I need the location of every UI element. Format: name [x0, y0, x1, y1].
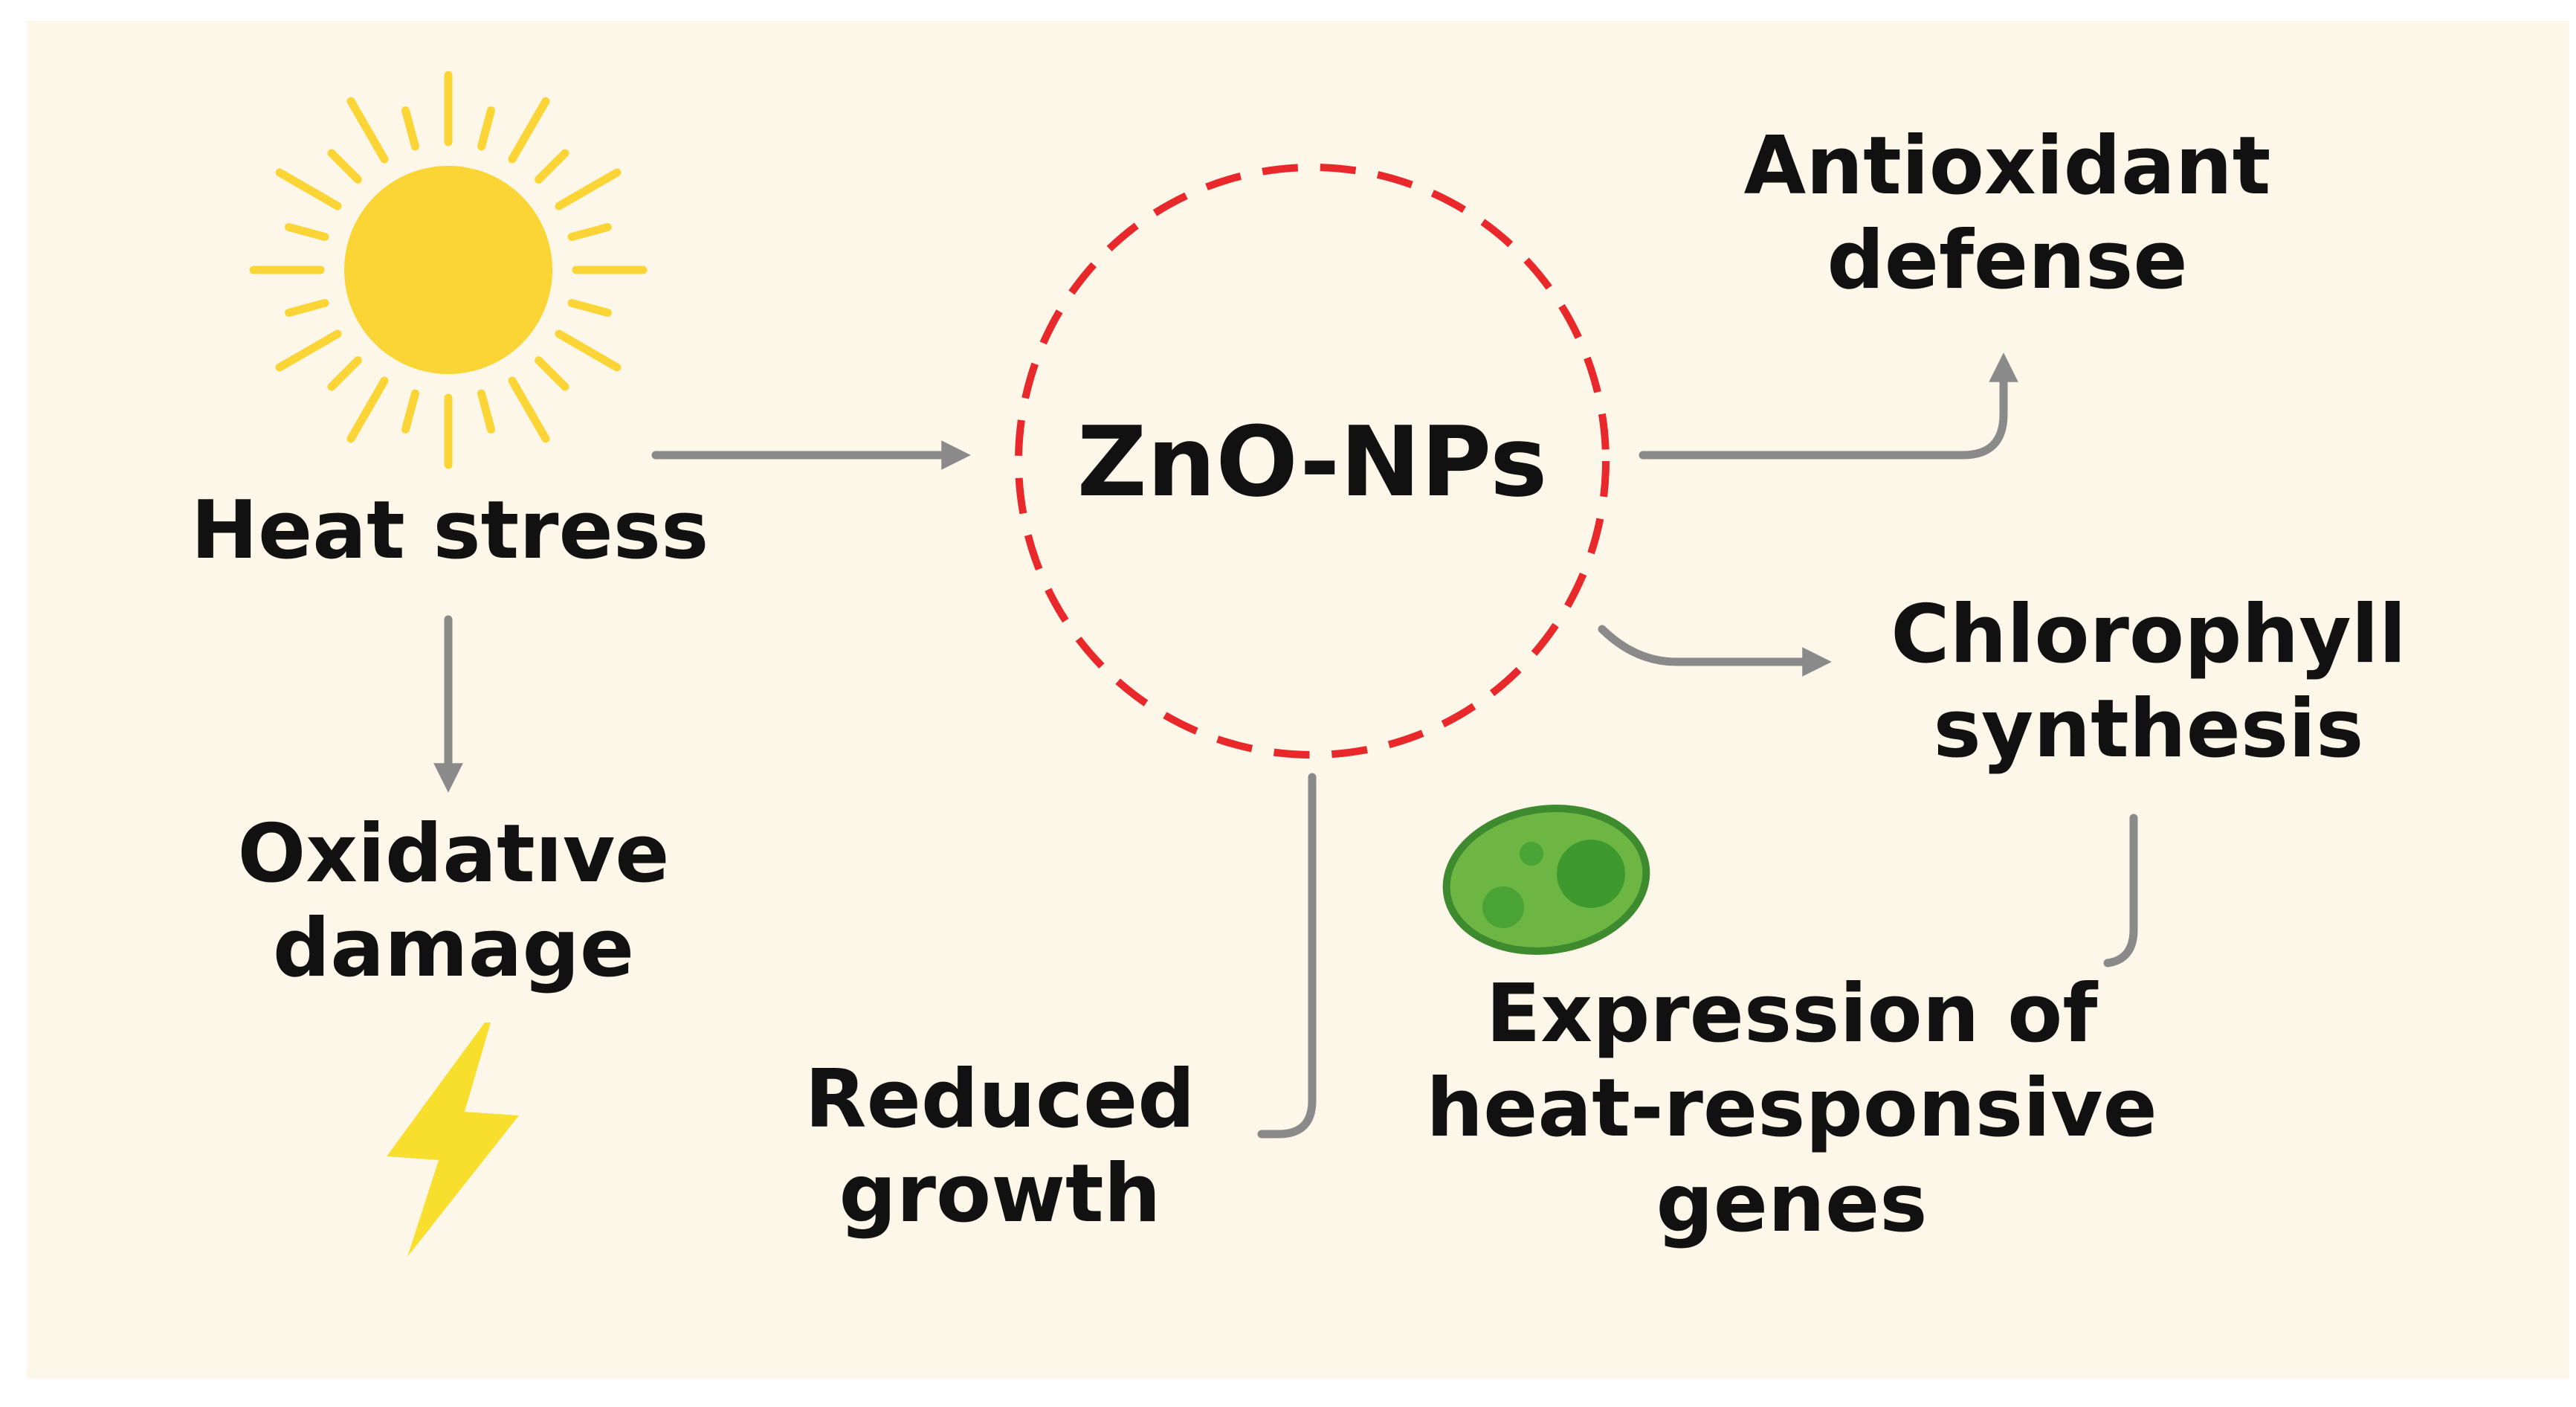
- antioxidant-defense-label: Antioxidant defense: [1743, 120, 2271, 308]
- gene-expression-label: Expression of heat-responsive genes: [1426, 967, 2157, 1250]
- sun-icon: [249, 71, 648, 469]
- chlorophyll-synthesis-label: Chlorophyll synthesis: [1891, 588, 2406, 776]
- connector-zno-nps-to-reduced-growth: [1257, 773, 1317, 1139]
- sun-ray: [285, 223, 329, 241]
- sun-ray: [401, 106, 419, 151]
- sun-ray: [508, 376, 550, 443]
- chloroplast-icon: [1442, 805, 1650, 955]
- sun-ray: [555, 168, 622, 210]
- arrow-zno-nps-to-antioxidant-defense: [1639, 352, 2018, 460]
- sun-ray: [327, 356, 362, 391]
- sun-ray: [567, 223, 612, 241]
- reduced-growth-label: Reduced growth: [804, 1053, 1195, 1241]
- sun-ray: [567, 299, 612, 317]
- sun-disc: [344, 166, 552, 374]
- sun-ray: [401, 389, 419, 434]
- sun-ray: [555, 329, 622, 372]
- sun-rays: [249, 71, 648, 469]
- arrow-zno-nps-to-chlorophyll-synthesis: [1598, 625, 1832, 677]
- connector-chlorophyll-to-gene-expression: [2103, 814, 2138, 967]
- sun-ray: [346, 376, 389, 443]
- sun-ray: [535, 149, 569, 184]
- sun-ray: [535, 356, 569, 391]
- zno-nps-circle: [1015, 164, 1610, 759]
- sun-ray: [327, 149, 362, 184]
- oxidative-damage-label: Oxidatıve damage: [237, 808, 670, 996]
- lightning-bolt-icon: [387, 1023, 519, 1257]
- zno-nps-label: ZnO-NPs: [1076, 405, 1548, 518]
- sun-ray: [477, 389, 495, 434]
- sun-ray: [508, 97, 550, 164]
- sun-ray: [285, 299, 329, 317]
- sun-ray: [346, 97, 389, 164]
- heat-stress-label: Heat stress: [190, 484, 709, 577]
- sun-ray: [275, 168, 342, 210]
- sun-ray: [275, 329, 342, 372]
- sun-ray: [477, 106, 495, 151]
